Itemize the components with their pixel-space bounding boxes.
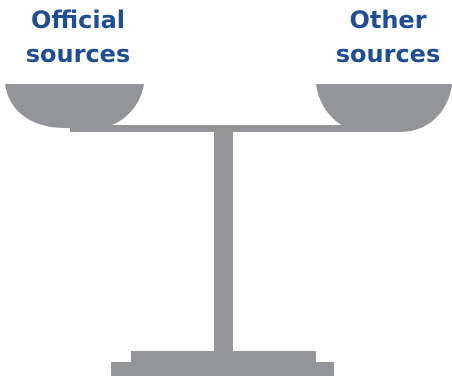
base-bottom-step bbox=[111, 362, 334, 376]
left-pan-label-line2: sources bbox=[25, 40, 131, 68]
scale-pillar bbox=[214, 131, 233, 353]
right-pan-label: Other sources bbox=[308, 3, 452, 71]
balance-beam bbox=[70, 125, 396, 132]
left-pan-label: Official sources bbox=[0, 3, 158, 71]
right-pan-label-line1: Other bbox=[349, 6, 427, 34]
left-pan bbox=[5, 84, 144, 128]
base-top-step bbox=[131, 351, 316, 363]
left-pan-label-line1: Official bbox=[30, 6, 126, 34]
right-pan-label-line2: sources bbox=[335, 40, 441, 68]
right-pan bbox=[316, 84, 452, 132]
